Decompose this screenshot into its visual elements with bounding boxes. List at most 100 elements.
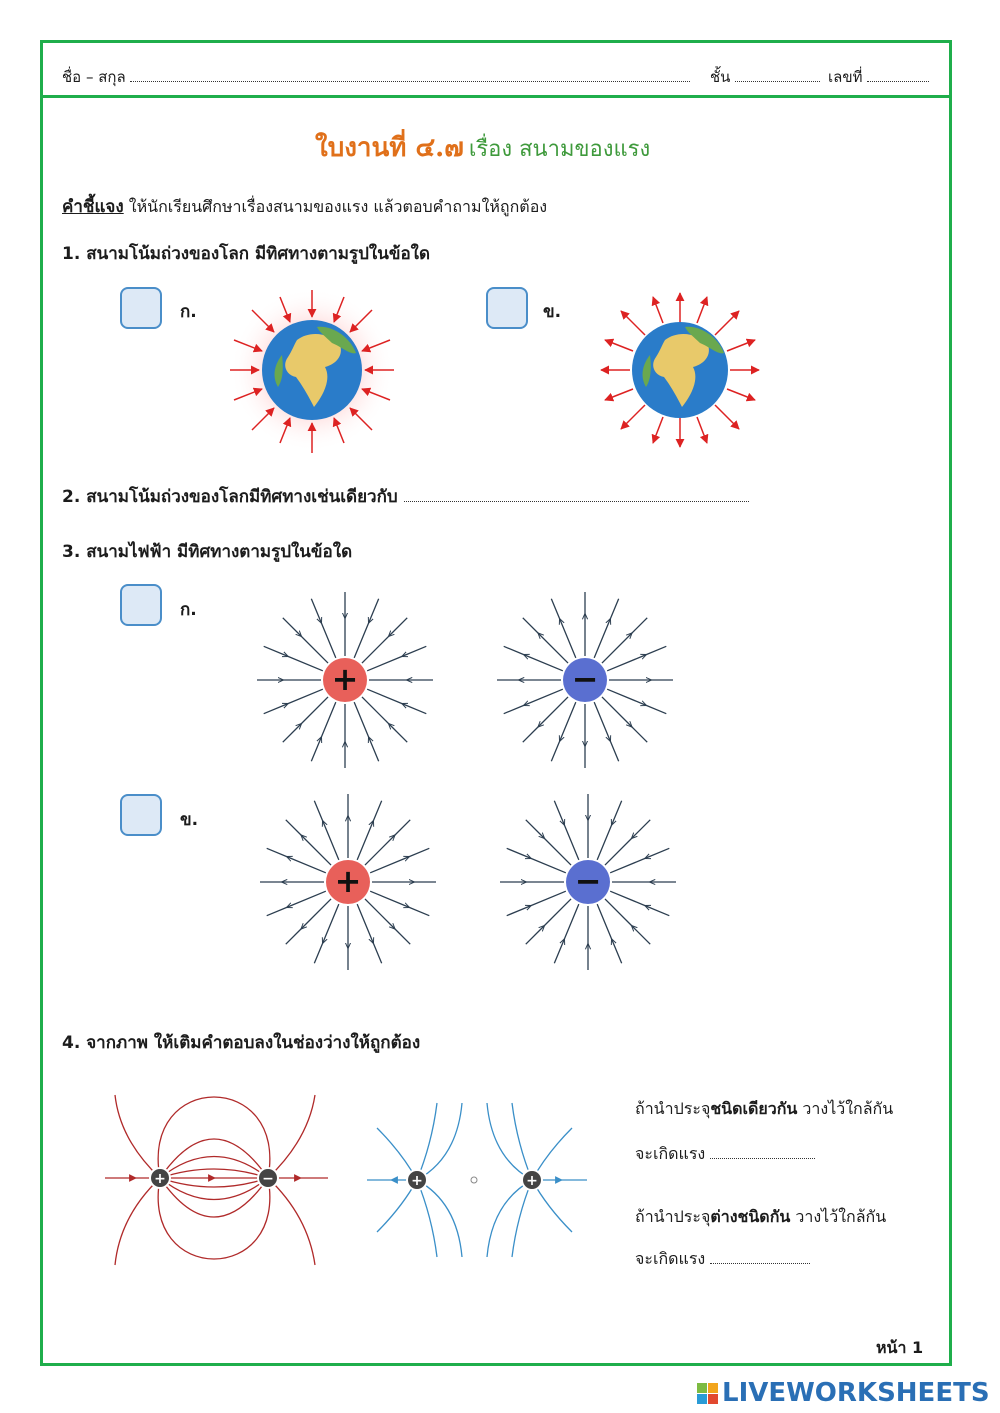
q4-line-1: ถ้านำประจุชนิดเดียวกัน วางไว้ใกล้กัน: [635, 1097, 893, 1122]
field-line: [364, 819, 411, 866]
class-blank[interactable]: [735, 81, 821, 82]
field-line: [604, 819, 651, 866]
charge-circle: [326, 860, 370, 904]
field-line: [596, 903, 623, 964]
header-divider: [40, 95, 952, 98]
q4-line-4: จะเกิดแรง: [635, 1247, 811, 1272]
field-line: [366, 645, 427, 672]
field-line: [310, 598, 337, 659]
logo-text: LIVEWORKSHEETS: [722, 1378, 990, 1408]
q3a-negative-charge-field: −: [497, 592, 673, 768]
q1-option-a-checkbox[interactable]: [120, 287, 162, 329]
question-2: 2. สนามโน้มถ่วงของโลกมีทิศทางเช่นเดียวกั…: [62, 483, 749, 510]
field-line: [353, 598, 380, 659]
field-line: [285, 819, 332, 866]
instruction-label: คำชี้แจง: [62, 197, 124, 217]
field-line: [361, 696, 408, 743]
liveworksheets-logo: LIVEWORKSHEETS: [697, 1378, 990, 1408]
charge-sign: +: [335, 862, 362, 900]
q4-answer-blank-1[interactable]: [710, 1158, 816, 1159]
field-line: [601, 617, 648, 664]
like-charge-left-sign: +: [411, 1173, 423, 1189]
field-line: [353, 701, 380, 762]
q3a-positive-charge-field: +: [257, 592, 433, 768]
q4-line3-bold: ต่างชนิดกัน: [710, 1207, 791, 1226]
q3-option-b-label: ข.: [180, 810, 199, 830]
field-line: [361, 617, 408, 664]
field-line: [506, 847, 567, 874]
q3b-negative-charge-field: −: [500, 794, 676, 970]
question-3: 3. สนามไฟฟ้า มีทิศทางตามรูปในข้อใด: [62, 542, 353, 562]
field-line: [263, 688, 324, 715]
q3-option-b-checkbox[interactable]: [120, 794, 162, 836]
q1-option-b-label: ข.: [543, 302, 562, 322]
field-line: [282, 617, 329, 664]
q4-line1-bold: ชนิดเดียวกัน: [710, 1099, 798, 1118]
field-line: [593, 598, 620, 659]
earth-outward-arrows-image: [600, 292, 760, 448]
charge-circle: [563, 658, 607, 702]
logo-icon: [697, 1382, 718, 1404]
instruction: คำชี้แจง ให้นักเรียนศึกษาเรื่องสนามของแร…: [62, 193, 547, 220]
field-line: [506, 890, 567, 917]
q4-line1-post: วางไว้ใกล้กัน: [797, 1099, 894, 1118]
q4-answer-blank-2[interactable]: [710, 1263, 811, 1264]
q3-option-a-label: ก.: [180, 600, 197, 620]
field-line: [522, 617, 569, 664]
field-line: [366, 688, 427, 715]
field-line: [364, 898, 411, 945]
field-line: [356, 800, 383, 861]
field-line: [596, 800, 623, 861]
q4-line3-pre: ถ้านำประจุ: [635, 1207, 711, 1226]
number-label: เลขที่: [828, 68, 863, 86]
field-line: [553, 903, 580, 964]
like-charges-field-diagram: + +: [367, 1102, 587, 1258]
field-line: [503, 645, 564, 672]
q2-answer-blank[interactable]: [403, 501, 749, 502]
q4-line-3: ถ้านำประจุต่างชนิดกัน วางไว้ใกล้กัน: [635, 1205, 886, 1230]
worksheet-frame: [40, 40, 952, 1366]
earth-inward-arrows-image: [230, 288, 394, 453]
question-2-text: 2. สนามโน้มถ่วงของโลกมีทิศทางเช่นเดียวกั…: [62, 487, 398, 507]
q3-option-a-checkbox[interactable]: [120, 584, 162, 626]
name-blank[interactable]: [130, 81, 691, 82]
field-line: [266, 847, 327, 874]
q3b-positive-charge-field: +: [260, 794, 436, 970]
field-line: [601, 696, 648, 743]
field-line: [606, 645, 667, 672]
diagram-plus-sign: +: [154, 1171, 166, 1187]
title-main: ใบงานที่ ๔.๗: [315, 133, 464, 163]
name-label: ชื่อ – สกุล: [62, 68, 126, 86]
question-4: 4. จากภาพ ให้เติมคำตอบลงในช่องว่างให้ถูก…: [62, 1033, 421, 1053]
number-field: เลขที่: [828, 65, 930, 89]
q4-line-2: จะเกิดแรง: [635, 1142, 816, 1167]
field-line: [550, 701, 577, 762]
page-title: ใบงานที่ ๔.๗ เรื่อง สนามของแรง: [315, 127, 650, 168]
field-line: [503, 688, 564, 715]
charge-circle: [323, 658, 367, 702]
number-blank[interactable]: [867, 81, 930, 82]
field-line: [609, 890, 670, 917]
charge-sign: −: [572, 660, 599, 698]
q4-line4-text: จะเกิดแรง: [635, 1249, 706, 1268]
q1-option-b-checkbox[interactable]: [486, 287, 528, 329]
field-line: [369, 847, 430, 874]
field-line: [313, 800, 340, 861]
field-line: [609, 847, 670, 874]
instruction-text: ให้นักเรียนศึกษาเรื่องสนามของแรง แล้วตอบ…: [128, 197, 548, 216]
field-line: [522, 696, 569, 743]
charge-sign: +: [332, 660, 359, 698]
field-line: [525, 898, 572, 945]
class-label: ชั้น: [710, 68, 731, 86]
field-line: [593, 701, 620, 762]
name-field: ชื่อ – สกุล: [62, 65, 691, 89]
page-number: หน้า 1: [876, 1338, 924, 1357]
q4-line2-text: จะเกิดแรง: [635, 1144, 706, 1163]
question-1: 1. สนามโน้มถ่วงของโลก มีทิศทางตามรูปในข้…: [62, 244, 431, 264]
q4-line3-post: วางไว้ใกล้กัน: [790, 1207, 887, 1226]
field-line: [263, 645, 324, 672]
charge-sign: −: [575, 862, 602, 900]
q1-option-a-label: ก.: [180, 302, 197, 322]
field-line: [553, 800, 580, 861]
field-line: [356, 903, 383, 964]
